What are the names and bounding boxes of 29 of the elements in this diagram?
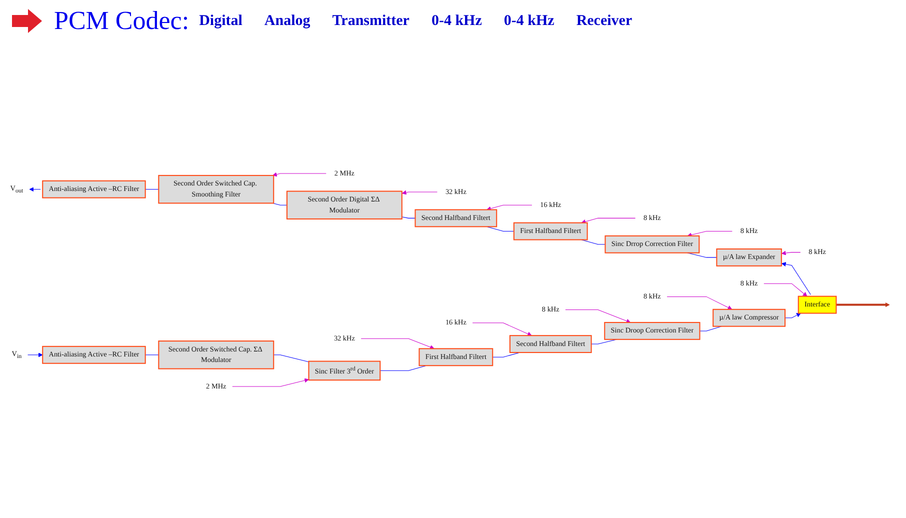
arrow — [784, 313, 801, 318]
arrow — [764, 283, 808, 297]
arrow — [666, 296, 732, 310]
connector — [273, 354, 309, 362]
annotation-text: Analog — [264, 12, 310, 30]
connector — [145, 354, 159, 356]
arrow — [486, 204, 532, 211]
annotation-text: 0-4 kHz — [504, 12, 554, 30]
annotation-text: Receiver — [576, 12, 632, 30]
annotation-text: 0-4 kHz — [431, 12, 482, 30]
arrow — [781, 250, 801, 256]
connector — [145, 189, 159, 190]
arrow — [687, 231, 732, 238]
arrow — [565, 310, 631, 324]
arrow — [360, 338, 434, 350]
arrow — [29, 187, 41, 192]
arrow — [836, 302, 890, 308]
arrow — [272, 172, 326, 177]
arrow — [28, 352, 43, 358]
arrow — [472, 322, 532, 336]
connector — [402, 216, 416, 218]
arrow — [402, 190, 438, 195]
annotation-text: Digital — [199, 12, 242, 30]
arrow — [581, 218, 636, 224]
annotation-text: Transmitter — [332, 12, 410, 30]
arrow — [232, 378, 309, 387]
title: PCM Codec: — [54, 6, 190, 36]
connector — [272, 202, 288, 206]
arrow — [781, 262, 811, 295]
